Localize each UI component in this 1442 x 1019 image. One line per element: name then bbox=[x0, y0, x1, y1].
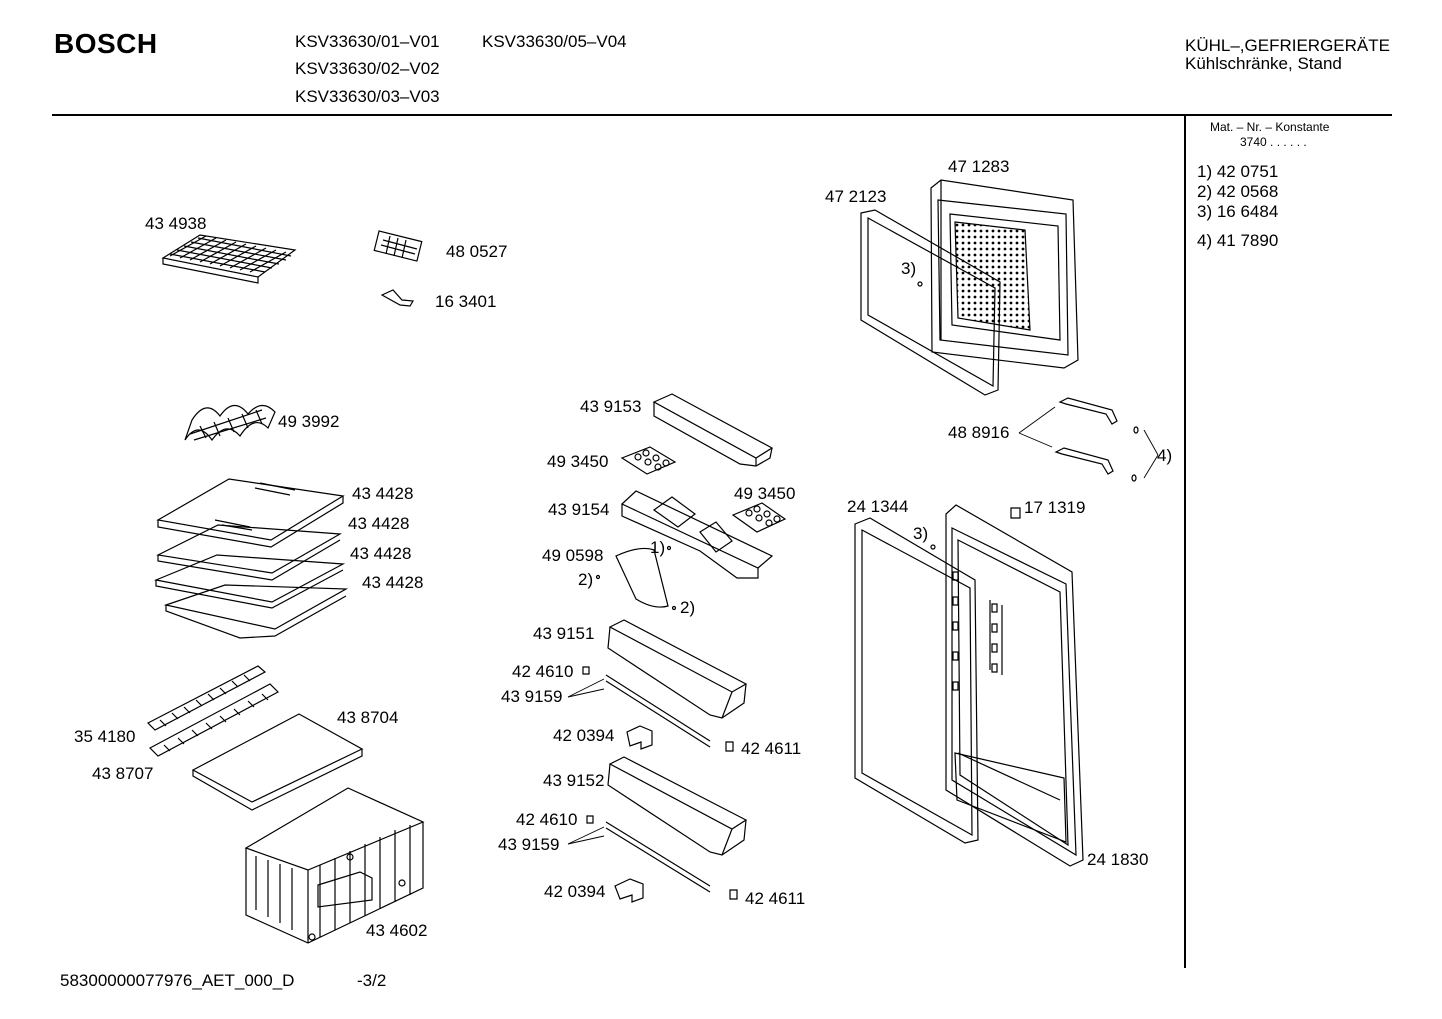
part-label-488916: 48 8916 bbox=[948, 423, 1010, 442]
part-label-241830: 24 1830 bbox=[1087, 850, 1149, 869]
freezer-gasket-drawing bbox=[861, 210, 1000, 395]
part-label-420394-a: 42 0394 bbox=[553, 726, 615, 745]
brand-logo: BOSCH bbox=[54, 28, 158, 59]
part-label-438707: 43 8707 bbox=[92, 764, 154, 783]
bottle-shelf-top-drawing bbox=[654, 394, 772, 466]
sidebar-divider bbox=[1184, 116, 1186, 968]
wire-shelf-drawing bbox=[163, 235, 295, 283]
part-label-480527: 48 0527 bbox=[446, 242, 508, 261]
screws-drawing bbox=[597, 282, 936, 610]
part-label-490598: 49 0598 bbox=[542, 546, 604, 565]
part-label-438704: 43 8704 bbox=[337, 708, 399, 727]
model-1: KSV33630/01–V01 bbox=[295, 32, 440, 51]
document-id: 58300000077976_AET_000_D bbox=[60, 971, 295, 990]
part-label-171319: 17 1319 bbox=[1024, 498, 1086, 517]
note-ref-3-b: 3) bbox=[913, 524, 929, 543]
part-label-493450-a: 49 3450 bbox=[547, 452, 609, 471]
part-label-424610-b: 42 4610 bbox=[516, 810, 578, 829]
note-ref-1: 1) bbox=[650, 538, 666, 557]
ice-tray-drawing bbox=[374, 231, 422, 261]
leader-lines bbox=[568, 407, 1158, 844]
crisper-drawer-drawing bbox=[246, 788, 423, 943]
part-label-472123: 47 2123 bbox=[825, 187, 887, 206]
handle-caps-drawing bbox=[1132, 427, 1138, 481]
part-label-424611-b: 42 4611 bbox=[745, 889, 806, 908]
model-2: KSV33630/05–V04 bbox=[482, 32, 627, 51]
part-label-434428-a: 43 4428 bbox=[352, 484, 414, 503]
scraper-drawing bbox=[382, 290, 413, 306]
model-3: KSV33630/02–V02 bbox=[295, 59, 440, 78]
slat-cover-drawing bbox=[148, 666, 278, 756]
bracket-42-0394-drawing bbox=[615, 726, 652, 902]
part-label-439154: 43 9154 bbox=[548, 500, 610, 519]
header-divider bbox=[52, 114, 1392, 116]
part-label-434428-d: 43 4428 bbox=[362, 573, 424, 592]
egg-tray-b-drawing bbox=[733, 503, 785, 532]
part-label-163401: 16 3401 bbox=[435, 292, 497, 311]
part-label-439152: 43 9152 bbox=[543, 771, 605, 790]
mat-label: Mat. – Nr. – Konstante bbox=[1210, 120, 1330, 134]
part-label-439159-b: 43 9159 bbox=[498, 835, 560, 854]
category-title: KÜHL–,GEFRIERGERÄTE bbox=[1185, 36, 1390, 55]
note-ref-2-b: 2) bbox=[680, 598, 696, 617]
divided-shelf-drawing bbox=[622, 491, 772, 578]
glass-shelves-drawing bbox=[156, 479, 346, 638]
part-label-439153: 43 9153 bbox=[580, 397, 642, 416]
fridge-gasket-drawing bbox=[855, 518, 978, 843]
trim-strip-lower-drawing bbox=[606, 822, 710, 892]
part-label-434938: 43 4938 bbox=[145, 214, 207, 233]
part-label-434602: 43 4602 bbox=[366, 921, 428, 940]
note-ref-3-a: 3) bbox=[901, 259, 917, 278]
note-3: 3) 16 6484 bbox=[1197, 202, 1279, 221]
mat-value: 3740 . . . . . . bbox=[1240, 135, 1307, 149]
flap-drawing bbox=[616, 548, 668, 607]
note-4: 4) 41 7890 bbox=[1197, 231, 1279, 250]
part-label-420394-b: 42 0394 bbox=[544, 882, 606, 901]
note-2: 2) 42 0568 bbox=[1197, 182, 1279, 201]
crisper-cover-drawing bbox=[193, 714, 362, 810]
part-label-493992: 49 3992 bbox=[278, 412, 340, 431]
door-shelf-upper-drawing bbox=[608, 620, 746, 718]
part-label-439159-a: 43 9159 bbox=[501, 687, 563, 706]
note-1: 1) 42 0751 bbox=[1197, 162, 1279, 181]
note-ref-4: 4) bbox=[1157, 446, 1173, 465]
model-4: KSV33630/03–V03 bbox=[295, 87, 440, 106]
note-ref-2-a: 2) bbox=[578, 570, 594, 589]
handle-lower-drawing bbox=[1056, 448, 1113, 474]
part-label-434428-b: 43 4428 bbox=[348, 514, 410, 533]
freezer-door-drawing bbox=[931, 180, 1078, 368]
door-shelf-lower-drawing bbox=[608, 757, 746, 855]
category-subtitle: Kühlschränke, Stand bbox=[1185, 54, 1342, 73]
clip-42-4610-drawing bbox=[583, 667, 593, 823]
handle-upper-drawing bbox=[1060, 398, 1117, 424]
page-number: -3/2 bbox=[357, 971, 387, 990]
part-label-493450-b: 49 3450 bbox=[734, 484, 796, 503]
fridge-door-drawing bbox=[946, 505, 1083, 866]
part-label-424611-a: 42 4611 bbox=[741, 739, 802, 758]
trim-strip-upper-drawing bbox=[606, 675, 710, 747]
part-label-354180: 35 4180 bbox=[74, 727, 136, 746]
part-label-241344: 24 1344 bbox=[847, 497, 909, 516]
part-label-439151: 43 9151 bbox=[533, 624, 595, 643]
part-17-1319-drawing bbox=[1011, 508, 1020, 518]
part-label-471283: 47 1283 bbox=[948, 157, 1010, 176]
part-label-434428-c: 43 4428 bbox=[350, 544, 412, 563]
egg-tray-a-drawing bbox=[622, 447, 675, 474]
part-label-424610-a: 42 4610 bbox=[512, 662, 574, 681]
clip-42-4611-drawing bbox=[726, 742, 737, 899]
wine-rack-drawing bbox=[185, 405, 275, 440]
